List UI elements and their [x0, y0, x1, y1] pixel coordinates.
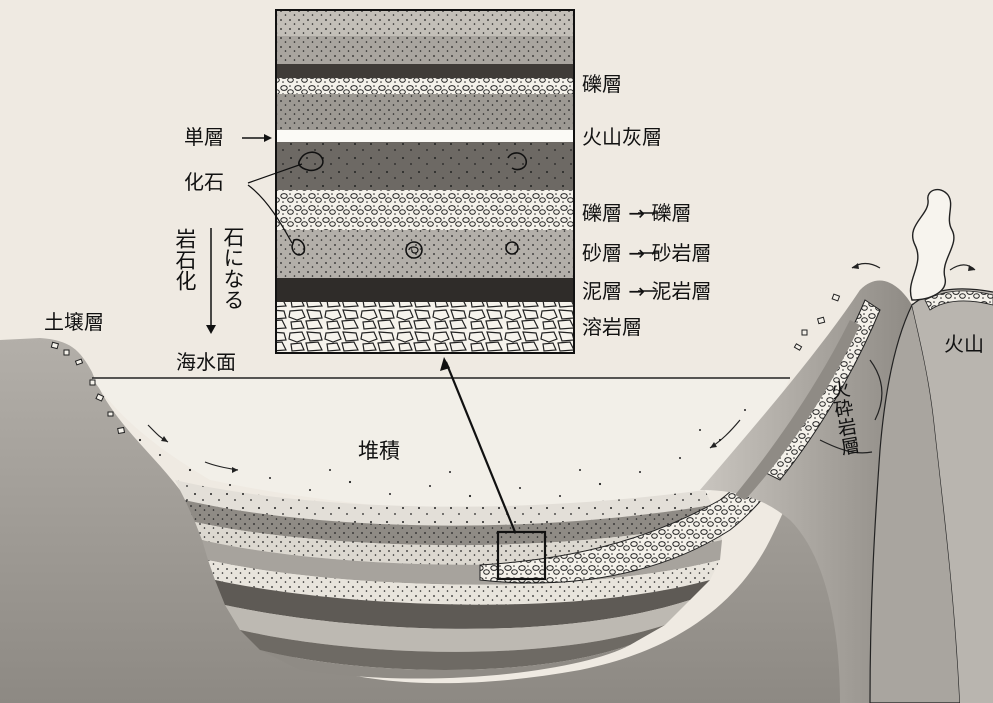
sand-to-sandstone-label: 砂層 → 砂岩層 — [582, 243, 711, 263]
gravel-to-conglomerate-label: 礫層 → 礫層 — [582, 203, 691, 223]
volcanic-ash-layer-label: 火山灰層 — [582, 127, 662, 147]
volcano-label: 火山 — [944, 334, 984, 354]
gravel-layer-label: 礫層 — [582, 74, 622, 94]
becomes-rock-label: 石になる — [222, 226, 244, 310]
fossil-label: 化石 — [184, 172, 224, 192]
petrification-label: 岩石化 — [174, 228, 196, 291]
sedimentation-label: 堆積 — [358, 441, 400, 462]
sea-level-label: 海水面 — [176, 352, 236, 372]
lava-layer-label: 溶岩層 — [582, 317, 642, 337]
soil-layer-label: 土壌層 — [44, 312, 104, 332]
mud-to-mudstone-label: 泥層 → 泥岩層 — [582, 281, 711, 301]
single-layer-label: 単層 — [184, 127, 224, 147]
stratigraphic-column — [276, 10, 574, 353]
